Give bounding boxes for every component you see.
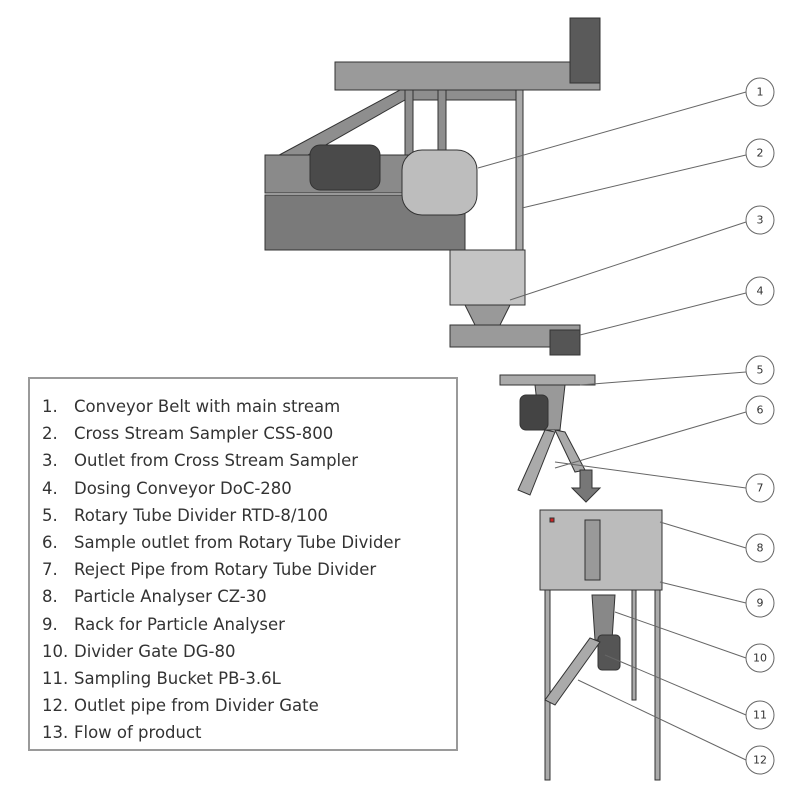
legend-item: 6. Sample outlet from Rotary Tube Divider (42, 529, 456, 556)
legend-item: 2. Cross Stream Sampler CSS-800 (42, 420, 456, 447)
legend-item: 3. Outlet from Cross Stream Sampler (42, 447, 456, 474)
legend-label: Rotary Tube Divider RTD-8/100 (74, 505, 328, 525)
legend-label: Dosing Conveyor DoC-280 (74, 478, 292, 498)
legend-box: 1. Conveyor Belt with main stream 2. Cross … (28, 377, 458, 751)
legend-item: 4. Dosing Conveyor DoC-280 (42, 475, 456, 502)
legend-number: 5. (42, 505, 58, 525)
analyser-panel (584, 519, 601, 581)
callout-6: 6 (745, 395, 775, 425)
machine-drawing (264, 17, 663, 781)
callout-10: 10 (745, 643, 775, 673)
legend-number: 1. (42, 397, 58, 416)
svg-text:2: 2 (757, 147, 764, 160)
callout-5: 5 (745, 355, 775, 385)
drum (401, 149, 478, 216)
legend-label: Outlet from Cross Stream Sampler (74, 451, 359, 471)
gear-motor (309, 144, 381, 191)
svg-text:12: 12 (753, 754, 767, 767)
legend-label: Flow of product (74, 723, 202, 743)
legend-label: Sampling Bucket PB-3.6L (74, 668, 281, 688)
callout-8: 8 (745, 533, 775, 563)
flow-arrow (570, 469, 602, 503)
callout-3: 3 (745, 205, 775, 235)
svg-text:6: 6 (757, 404, 764, 417)
legend-label: Reject Pipe from Rotary Tube Divider (74, 560, 377, 580)
svg-text:4: 4 (757, 285, 764, 298)
analyser-logo (549, 517, 555, 523)
legend-item: 10.Divider Gate DG-80 (42, 638, 456, 665)
particle-analyser (539, 509, 663, 591)
drive-motor (569, 17, 601, 84)
dosing-motor (549, 329, 581, 356)
legend-label: Particle Analyser CZ-30 (74, 587, 267, 607)
sampling-bucket (597, 634, 621, 671)
svg-text:1: 1 (757, 86, 764, 99)
legend-label: Divider Gate DG-80 (74, 641, 236, 661)
svg-text:5: 5 (757, 364, 764, 377)
rack-leg (631, 589, 637, 701)
legend-item: 13.Flow of product (42, 719, 456, 746)
rotary-divider-plate (499, 374, 596, 386)
legend-number: 13. (42, 723, 69, 743)
svg-text:10: 10 (753, 652, 767, 665)
legend-item: 1. Conveyor Belt with main stream (42, 393, 456, 420)
legend-number: 10. (42, 641, 69, 661)
callout-12: 12 (745, 745, 775, 775)
legend-number: 11. (42, 668, 69, 688)
legend-item: 11.Sampling Bucket PB-3.6L (42, 665, 456, 692)
svg-text:8: 8 (757, 542, 764, 555)
legend-label: Sample outlet from Rotary Tube Divider (74, 532, 401, 552)
legend-number: 6. (42, 532, 58, 552)
legend-item: 5. Rotary Tube Divider RTD-8/100 (42, 502, 456, 529)
outlet-chute (464, 304, 511, 326)
legend-item: 8. Particle Analyser CZ-30 (42, 583, 456, 610)
reject-pipe (517, 429, 556, 496)
rack-leg (654, 589, 661, 781)
legend-label: Outlet pipe from Divider Gate (74, 696, 319, 716)
legend-label: Cross Stream Sampler CSS-800 (74, 424, 334, 444)
outlet-pipe (544, 637, 601, 706)
leader-lines (477, 91, 747, 761)
legend-number: 4. (42, 478, 58, 498)
callout-2: 2 (745, 138, 775, 168)
divider-gate (591, 594, 616, 641)
legend-number: 2. (42, 424, 58, 444)
legend-number: 7. (42, 560, 58, 580)
sampler-guide (515, 89, 524, 251)
legend-item: 12.Outlet pipe from Divider Gate (42, 692, 456, 719)
legend-number: 3. (42, 451, 58, 471)
top-frame (334, 61, 601, 91)
callout-11: 11 (745, 700, 775, 730)
legend-number: 9. (42, 614, 58, 634)
callout-4: 4 (745, 276, 775, 306)
svg-text:7: 7 (757, 482, 764, 495)
legend-label: Conveyor Belt with main stream (74, 397, 341, 416)
svg-text:3: 3 (757, 214, 764, 227)
sampler-outlet (449, 249, 526, 306)
callout-1: 1 (745, 77, 775, 107)
callout-markers: 1 2 3 4 5 6 7 8 9 10 11 12 (745, 77, 775, 775)
divider-motor (519, 394, 549, 431)
legend-label: Rack for Particle Analyser (74, 614, 285, 634)
legend-number: 8. (42, 587, 58, 607)
legend-number: 12. (42, 696, 69, 716)
svg-text:9: 9 (757, 597, 764, 610)
callout-9: 9 (745, 588, 775, 618)
legend-item: 9. Rack for Particle Analyser (42, 611, 456, 638)
rack-leg (544, 589, 551, 781)
svg-text:11: 11 (753, 709, 767, 722)
legend-item: 7. Reject Pipe from Rotary Tube Divider (42, 556, 456, 583)
callout-7: 7 (745, 473, 775, 503)
